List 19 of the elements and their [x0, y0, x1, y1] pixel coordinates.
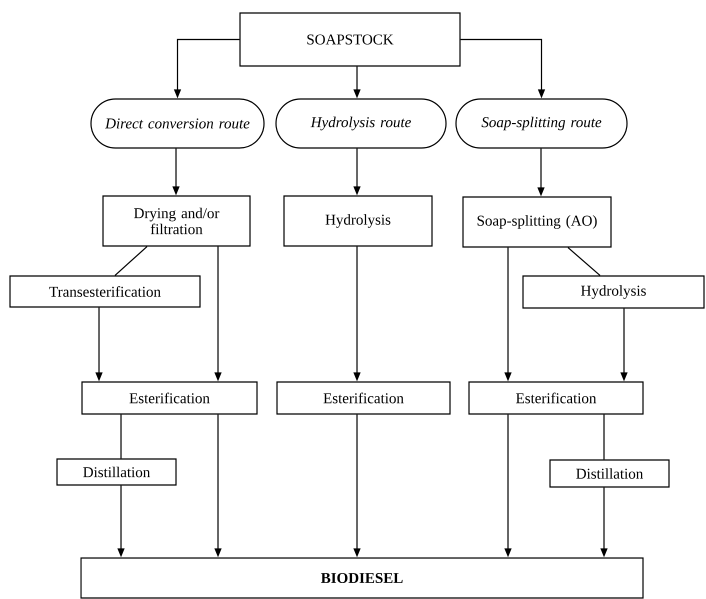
route-box: Direct conversion route [90, 98, 265, 149]
connector-line [120, 414, 122, 458]
process-box: SOAPSTOCK [239, 12, 461, 67]
connector-line [568, 247, 600, 276]
process-box: Distillation [549, 459, 670, 488]
process-box: Distillation [56, 458, 177, 486]
route-box: Soap-splitting route [455, 98, 628, 149]
process-box: Hydrolysis [522, 275, 705, 309]
process-box: Transesterification [9, 275, 201, 308]
process-box: Soap-splitting (AO) [462, 196, 612, 248]
route-box: Hydrolysis route [275, 98, 447, 149]
connector-line [114, 246, 148, 276]
process-box: Esterification [468, 381, 644, 415]
process-box: Esterification [81, 381, 258, 415]
process-box: Drying and/or filtration [102, 195, 251, 247]
process-box: Hydrolysis [283, 195, 433, 247]
connector-line [603, 414, 605, 460]
process-box: Esterification [276, 381, 451, 415]
product-box: BIODIESEL [80, 557, 644, 599]
